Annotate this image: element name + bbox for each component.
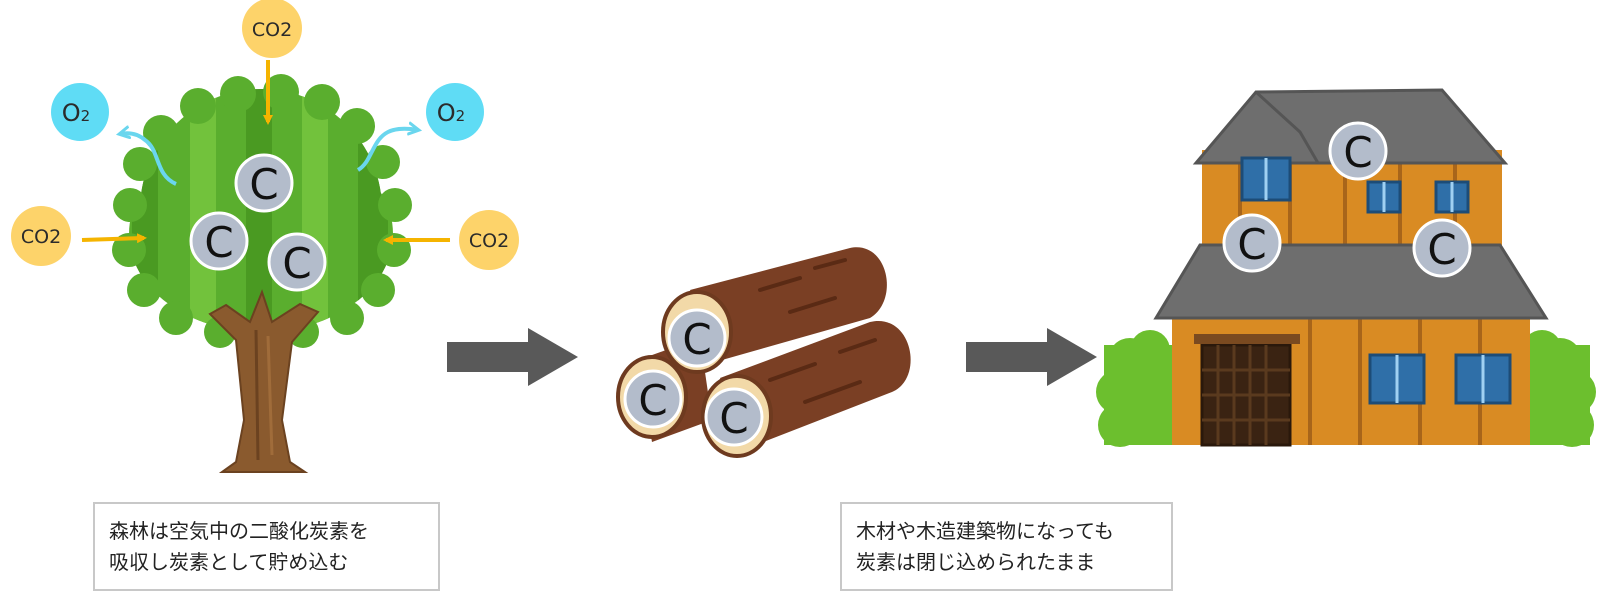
carbon-label: C xyxy=(249,160,278,209)
o2-subscript: 2 xyxy=(456,107,466,125)
co2-bubble-right: CO2 xyxy=(459,210,519,270)
wood-caption-box: 木材や木造建築物になっても 炭素は閉じ込められたまま xyxy=(840,502,1173,591)
house-window xyxy=(1242,158,1290,200)
carbon-label: C xyxy=(282,239,311,288)
carbon-atom: C xyxy=(236,155,292,211)
forest-caption-box: 森林は空気中の二酸化炭素を 吸収し炭素として貯め込む xyxy=(93,502,440,591)
wood-caption-line-1: 木材や木造建築物になっても xyxy=(856,516,1157,547)
forest-caption-line-1: 森林は空気中の二酸化炭素を xyxy=(109,516,424,547)
bush-left xyxy=(1096,330,1174,447)
house-window xyxy=(1370,355,1424,403)
carbon-label: C xyxy=(1343,128,1372,177)
carbon-atom: C xyxy=(1414,220,1470,276)
o2-label: O xyxy=(437,99,456,127)
o2-bubble-left: O2 xyxy=(51,83,109,141)
o2-bubble-right: O2 xyxy=(426,83,484,141)
carbon-label: C xyxy=(1237,220,1266,269)
carbon-atom: C xyxy=(706,389,762,445)
wood-caption-line-2: 炭素は閉じ込められたまま xyxy=(856,547,1157,578)
house-lower-roof xyxy=(1156,245,1546,318)
tree-illustration xyxy=(112,74,412,472)
house-door xyxy=(1194,334,1300,445)
carbon-label: C xyxy=(638,376,667,425)
carbon-label: C xyxy=(682,315,711,364)
bush-right xyxy=(1520,330,1596,447)
carbon-atom: C xyxy=(191,213,247,269)
co2-arrow-left xyxy=(82,238,144,240)
carbon-atom: C xyxy=(625,371,681,427)
carbon-atom: C xyxy=(669,310,725,366)
o2-subscript: 2 xyxy=(81,107,91,125)
flow-arrow-tree-to-logs xyxy=(447,328,578,386)
co2-bubble-left: CO2 xyxy=(11,206,71,266)
carbon-label: C xyxy=(204,218,233,267)
house-window xyxy=(1436,182,1468,212)
co2-bubble-top: CO2 xyxy=(242,0,302,58)
forest-caption-line-2: 吸収し炭素として貯め込む xyxy=(109,547,424,578)
house-window xyxy=(1368,182,1400,212)
carbon-atom: C xyxy=(1330,123,1386,179)
o2-label: O xyxy=(62,99,81,127)
carbon-atom: C xyxy=(1224,215,1280,271)
co2-label: CO2 xyxy=(21,226,61,248)
co2-label: CO2 xyxy=(252,19,292,41)
flow-arrow-logs-to-house xyxy=(966,328,1097,386)
carbon-label: C xyxy=(1427,225,1456,274)
carbon-label: C xyxy=(719,394,748,443)
co2-label: CO2 xyxy=(469,230,509,252)
house-window xyxy=(1456,355,1510,403)
tree-trunk xyxy=(210,292,318,472)
carbon-atom: C xyxy=(269,234,325,290)
